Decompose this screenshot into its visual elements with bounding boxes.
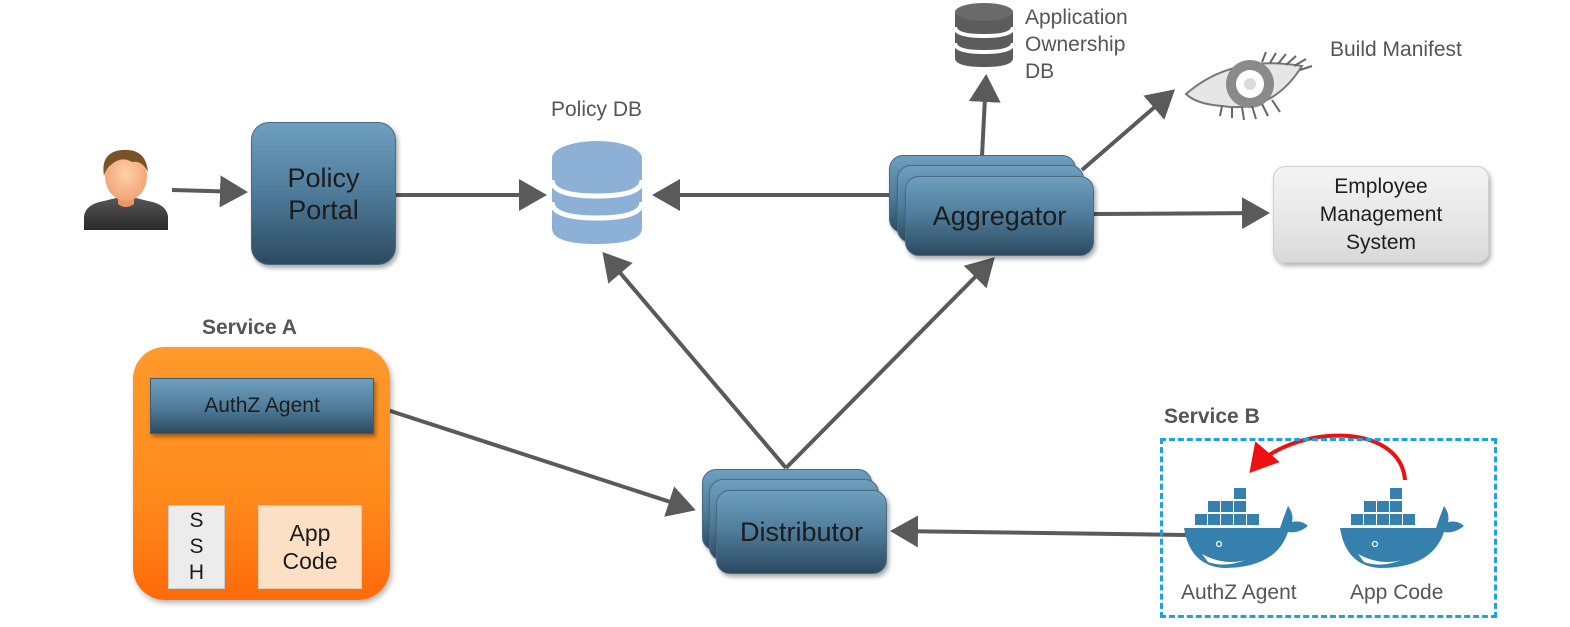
edge-service-a-agent-to-distributor bbox=[371, 403, 696, 517]
service-a-authz-agent[interactable]: AuthZ Agent bbox=[150, 378, 374, 434]
service-a-title: Service A bbox=[202, 316, 297, 339]
ssh-letter: S bbox=[189, 535, 204, 558]
app-ownership-db-label: Application Ownership DB bbox=[1025, 6, 1128, 83]
service-b-app-code-label: App Code bbox=[1350, 581, 1444, 604]
user-avatar-icon bbox=[84, 149, 168, 230]
app-ownership-db-icon bbox=[954, 3, 1014, 67]
distributor-label: Distributor bbox=[739, 517, 864, 547]
edge-distributor-to-aggregator bbox=[784, 257, 995, 470]
edge-aggregator-to-ownership-db bbox=[968, 74, 1001, 157]
edge-b-appcode-to-agent bbox=[1249, 433, 1407, 481]
policy-db-icon bbox=[551, 141, 643, 244]
edge-distributor-to-policy-db bbox=[602, 251, 788, 470]
policy-db-label: Policy DB bbox=[551, 98, 643, 121]
service-a-app-code-label: App Code bbox=[282, 520, 338, 574]
employee-mgmt-node[interactable]: Employee Management System bbox=[1273, 166, 1489, 263]
ssh-letter: S bbox=[189, 509, 204, 532]
employee-mgmt-label: Employee Management System bbox=[1319, 174, 1443, 254]
docker-whale-icon bbox=[1184, 488, 1308, 568]
edge-aggregator-to-employee-mgmt bbox=[1093, 197, 1270, 230]
policy-portal-node[interactable]: Policy Portal bbox=[251, 122, 396, 265]
service-b-title: Service B bbox=[1164, 405, 1260, 428]
build-manifest-eye-icon bbox=[1184, 51, 1313, 121]
build-manifest-label: Build Manifest bbox=[1330, 38, 1462, 61]
aggregator-node[interactable]: Aggregator bbox=[905, 176, 1094, 256]
service-a-ssh-box[interactable]: S S H bbox=[168, 505, 225, 589]
service-b-container bbox=[1160, 438, 1497, 618]
aggregator-label: Aggregator bbox=[932, 201, 1067, 231]
edge-aggregator-to-build-manifest bbox=[1080, 89, 1176, 172]
ssh-letter: H bbox=[188, 561, 205, 584]
edge-service-b-agent-to-distributor bbox=[890, 515, 1187, 548]
service-a-agent-label: AuthZ Agent bbox=[204, 394, 320, 417]
docker-whale-icon bbox=[1340, 488, 1464, 568]
policy-portal-label: Policy Portal bbox=[287, 162, 360, 225]
edge-user-to-portal bbox=[171, 175, 248, 208]
service-b-authz-agent-label: AuthZ Agent bbox=[1181, 581, 1297, 604]
distributor-node[interactable]: Distributor bbox=[716, 490, 887, 574]
service-a-app-code-box[interactable]: App Code bbox=[258, 505, 362, 589]
